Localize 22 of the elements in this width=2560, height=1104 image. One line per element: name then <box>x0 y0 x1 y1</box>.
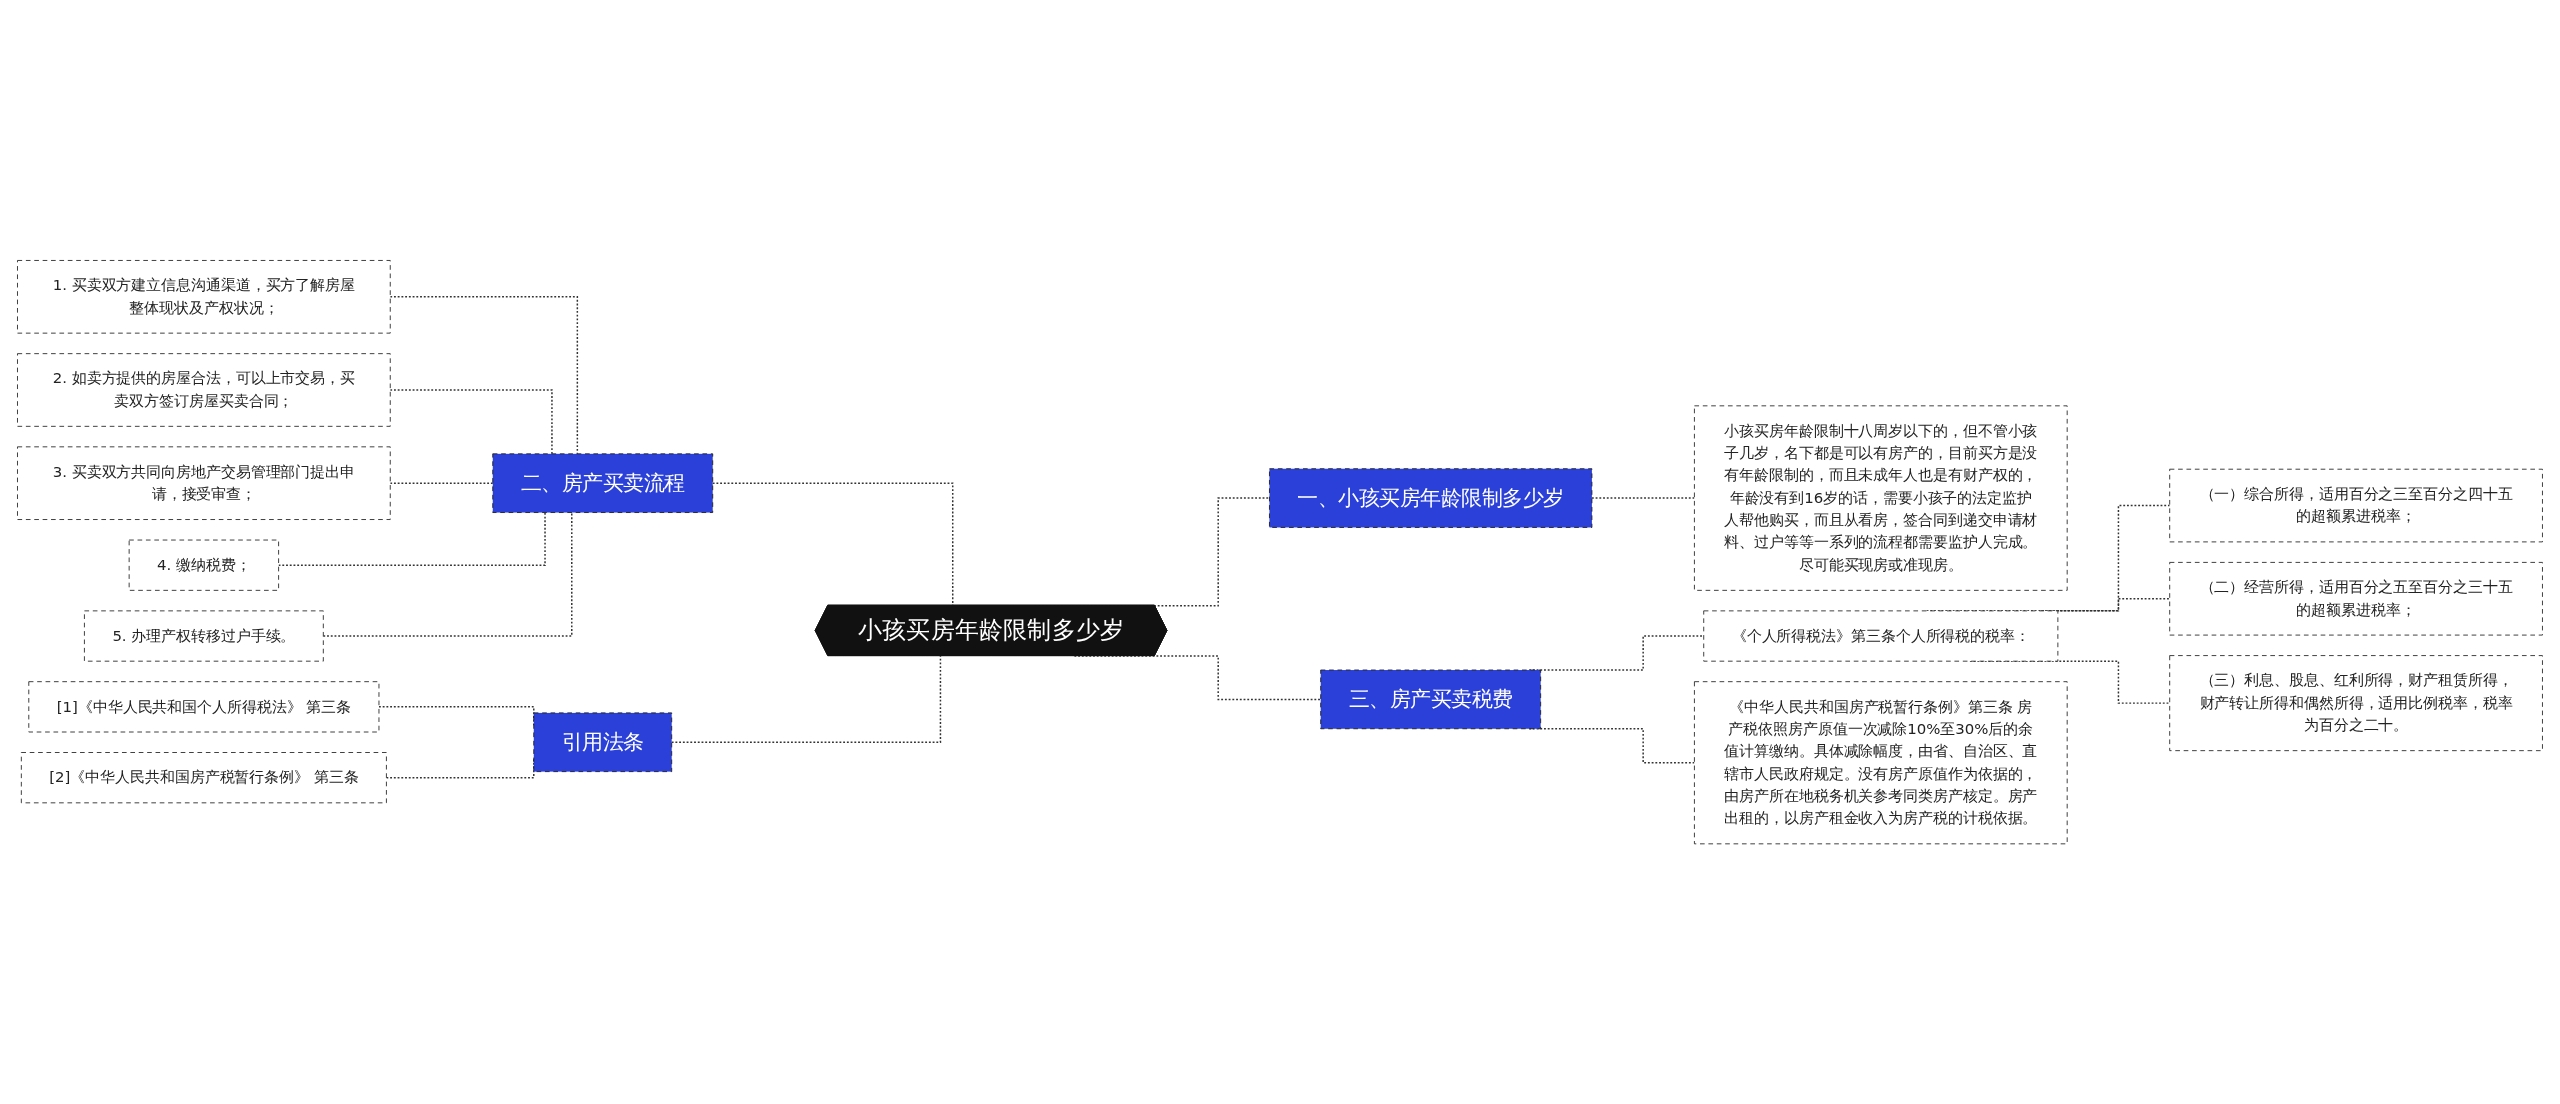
node-box: （三）利息、股息、红利所得，财产租赁所得，财产转让所得和偶然所得，适用比例税率，税率为百分之二十。 <box>2169 654 2543 751</box>
node-box: 1. 买卖双方建立信息沟通渠道，买方了解房屋整体现状及产权状况； <box>17 259 391 334</box>
node-box: 三、房产买卖税费 <box>1320 669 1542 730</box>
node-box: 2. 如卖方提供的房屋合法，可以上市交易，买卖双方签订房屋买卖合同； <box>17 353 391 427</box>
node-box: （一）综合所得，适用百分之三至百分之四十五的超额累进税率； <box>2169 468 2543 543</box>
node-box: 《个人所得税法》第三条个人所得税的税率： <box>1703 610 2059 662</box>
node-box: 3. 买卖双方共同向房地产交易管理部门提出申请，接受审查； <box>17 446 391 520</box>
node-box: 引用法条 <box>533 712 673 772</box>
connector <box>670 655 942 743</box>
node-box: 一、小孩买房年龄限制多少岁 <box>1269 468 1593 528</box>
connector <box>389 482 494 484</box>
node-box: 小孩买房年龄限制十八周岁以下的，但不管小孩子几岁，名下都是可以有房产的，目前买方是没有年龄限制的，而且未成年人也是有财产权的，年龄没有到16岁的话，需要小孩子的法定监护人帮他购买，而且从看房，签合同到递交申请材料、过户等等一系列的流程都需要监护人完成。尽可能买现房或准现房。 <box>1693 405 2068 591</box>
node-box: （二）经营所得，适用百分之五至百分之三十五的超额累进税率； <box>2169 561 2543 636</box>
connector <box>277 511 546 566</box>
node-box: 5. 办理产权转移过户手续。 <box>83 610 324 662</box>
node-box: 《中华人民共和国房产税暂行条例》第三条 房产税依照房产原值一次减除10%至30%后的余值计算缴纳。具体减除幅度，由省、自治区、直辖市人民政府规定。没有房产原值作为依据的，由房产所在地税务机关参考同类房产核定。房产出租的，以房产租金收入为房产税的计税依据。 <box>1693 681 2068 845</box>
connector <box>1591 497 1696 499</box>
node-box: [2]《中华人民共和国房产税暂行条例》 第三条 <box>20 751 387 804</box>
connector <box>322 511 573 637</box>
node-box: 4. 缴纳税费； <box>128 539 280 591</box>
node-box: 二、房产买卖流程 <box>492 453 714 513</box>
node-box: [1]《中华人民共和国个人所得税法》 第三条 <box>28 681 380 733</box>
